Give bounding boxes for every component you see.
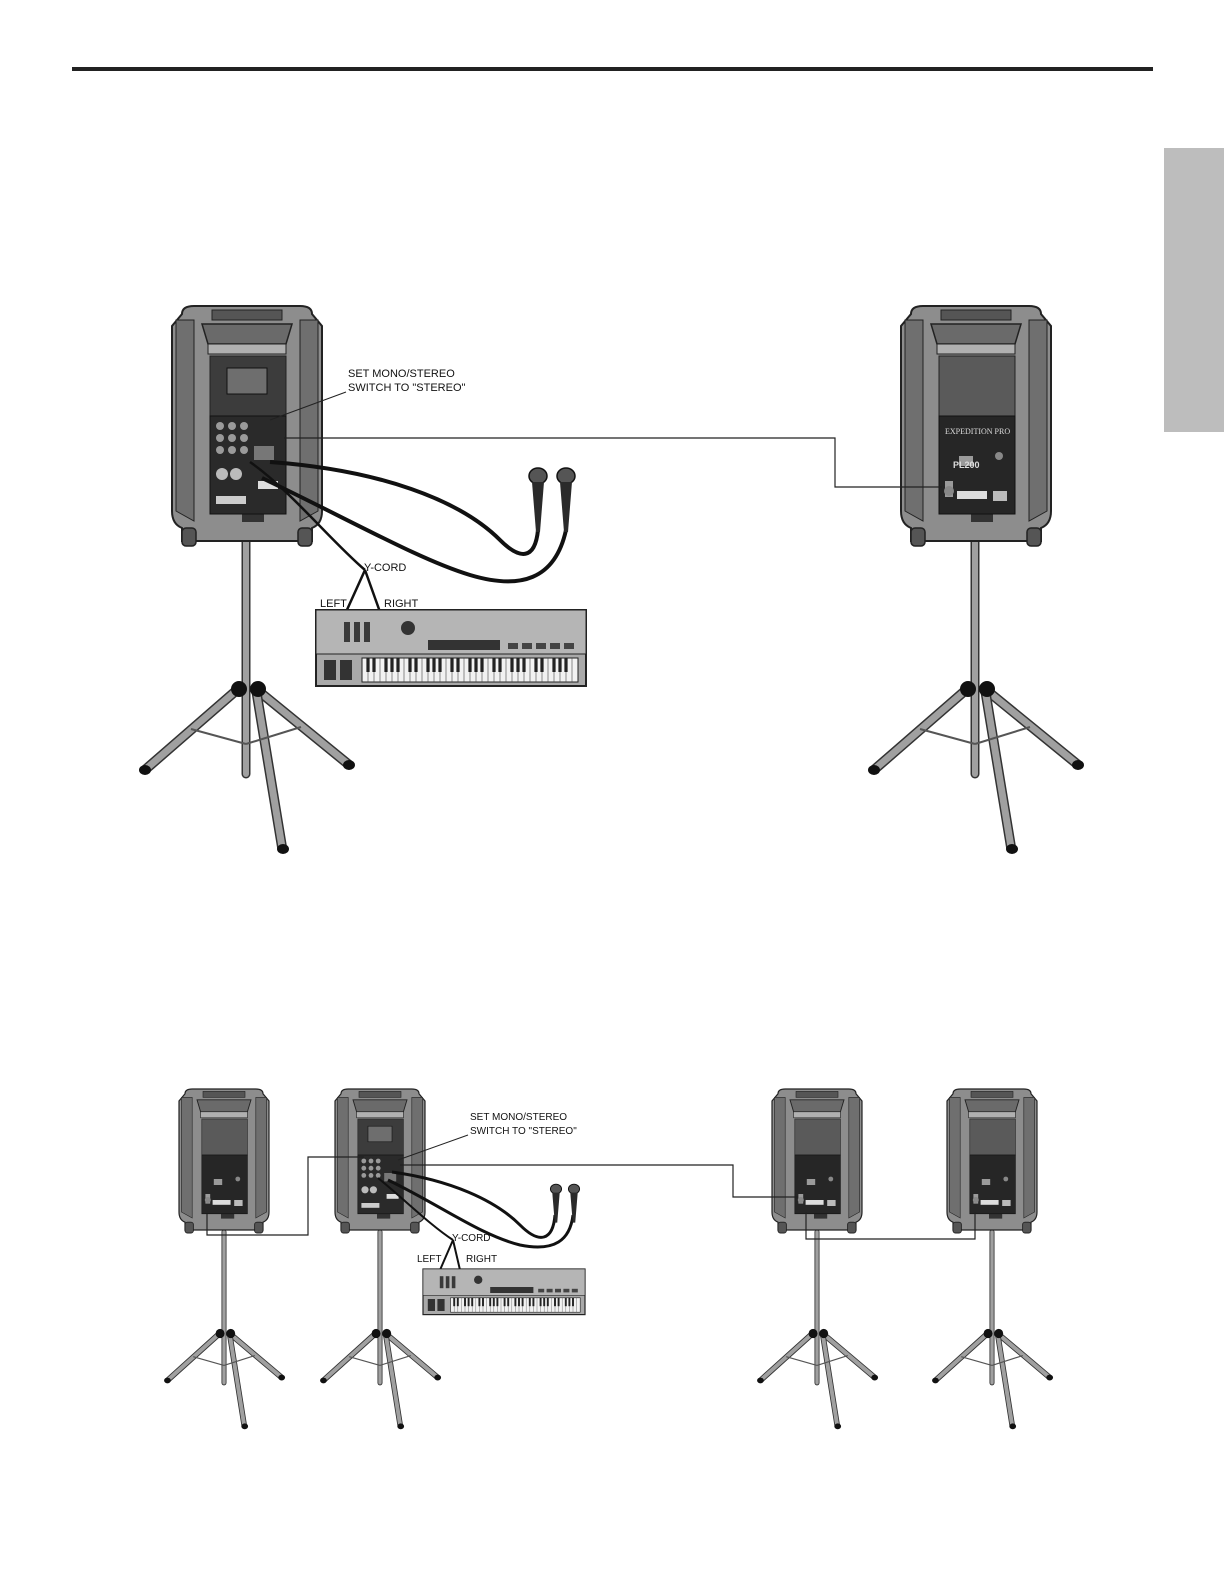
keyboard-2 xyxy=(423,1269,585,1315)
speaker-cable-2c xyxy=(400,1165,798,1197)
model-text: PL200 xyxy=(953,460,980,470)
microphone-1 xyxy=(529,468,547,532)
speaker-active-left xyxy=(172,306,322,546)
figure-1: EXPEDITION PRO PL200 Y-CORD LEFT RIGHT S… xyxy=(139,306,1084,854)
brand-text: EXPEDITION PRO xyxy=(945,427,1010,436)
ycord-label: Y-CORD xyxy=(364,562,406,574)
microphone-2-1 xyxy=(550,1184,561,1222)
speaker-passive-2d xyxy=(947,1089,1037,1233)
right-label: RIGHT xyxy=(384,598,419,610)
microphone-2 xyxy=(557,468,575,532)
stand-2d xyxy=(932,1232,1053,1429)
left-label-2: LEFT xyxy=(417,1254,441,1265)
keyboard xyxy=(316,610,586,686)
stand-right xyxy=(868,514,1084,854)
switch-note-line2: SWITCH TO "STEREO" xyxy=(348,382,466,394)
stand-2c xyxy=(757,1232,878,1429)
ycord-label-2: Y-CORD xyxy=(452,1233,491,1244)
left-label: LEFT xyxy=(320,598,347,610)
switch-note-line1: SET MONO/STEREO xyxy=(348,368,455,380)
speaker-passive-2a xyxy=(179,1089,269,1233)
stand-2a xyxy=(164,1232,285,1429)
switch-note-2-line2: SWITCH TO "STEREO" xyxy=(470,1126,577,1137)
speaker-passive-2c xyxy=(772,1089,862,1233)
microphone-2-2 xyxy=(568,1184,579,1222)
speaker-passive-right: EXPEDITION PRO PL200 xyxy=(901,306,1051,546)
switch-note-2-line1: SET MONO/STEREO xyxy=(470,1112,567,1123)
figure-2: Y-CORD LEFT RIGHT SET MONO/STEREO SWITCH… xyxy=(164,1089,1053,1429)
speaker-active-2b xyxy=(335,1089,425,1233)
right-label-2: RIGHT xyxy=(466,1254,497,1265)
